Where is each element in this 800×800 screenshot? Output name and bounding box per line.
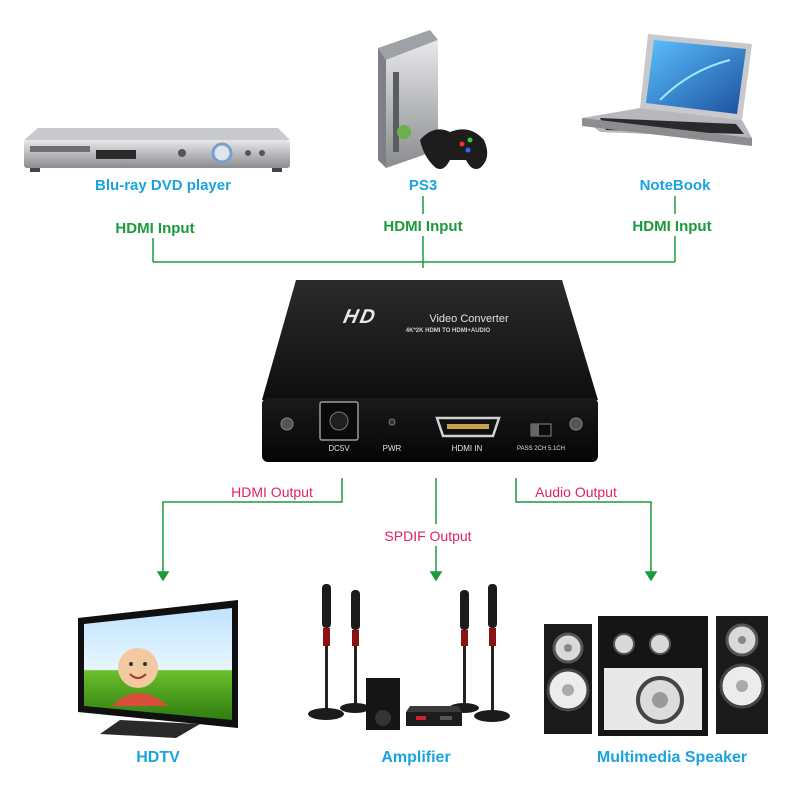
source-name-ps3: PS3 — [408, 177, 438, 194]
input-label-ps3: HDMI Input — [383, 218, 463, 235]
device-brand-mark: HD — [341, 306, 379, 328]
output-link-label-hdmi: HDMI Output — [231, 484, 313, 500]
tower-speaker-right-2 — [474, 584, 510, 722]
output-connector-lines — [156, 478, 658, 582]
device-subtitle: 4K*2K HDMI TO HDMI+AUDIO — [405, 328, 491, 334]
port-label-dc: DC5V — [328, 444, 350, 453]
tower-speaker-right-1 — [449, 590, 479, 713]
hdtv-image — [78, 600, 238, 738]
output-name-hdtv: HDTV — [136, 749, 180, 766]
input-connector-lines — [152, 196, 676, 268]
port-label-switch: PASS 2CH 5.1CH — [517, 446, 565, 452]
receiver — [406, 706, 462, 726]
source-name-bluray: Blu-ray DVD player — [95, 177, 231, 194]
input-label-bluray: HDMI Input — [115, 220, 195, 237]
amp-arrow — [429, 571, 443, 582]
tower-speaker-left-2 — [340, 590, 370, 713]
multimedia-speaker-image — [544, 616, 768, 736]
speaker-arrow — [644, 571, 658, 582]
output-link-label-spdif: SPDIF Output — [384, 528, 472, 544]
port-label-pwr: PWR — [382, 444, 402, 453]
source-name-notebook: NoteBook — [639, 177, 711, 194]
input-label-notebook: HDMI Input — [632, 218, 712, 235]
subwoofer — [366, 678, 400, 730]
converter-device — [262, 280, 598, 462]
speaker-subwoofer — [598, 616, 708, 736]
output-name-amplifier: Amplifier — [381, 749, 451, 766]
ps3-console-image — [378, 30, 488, 169]
speaker-left — [544, 624, 592, 734]
speaker-right — [716, 616, 768, 734]
speaker-output-line — [515, 478, 652, 572]
output-name-speaker: Multimedia Speaker — [596, 749, 748, 766]
notebook-image — [582, 34, 752, 146]
output-link-label-audio: Audio Output — [535, 484, 617, 500]
port-label-hdmi-in: HDMI IN — [451, 444, 483, 453]
tower-speaker-left-1 — [308, 584, 344, 720]
hdtv-output-line — [162, 478, 343, 572]
device-title: Video Converter — [429, 313, 509, 325]
bluray-player-image — [24, 128, 290, 172]
amplifier-image — [308, 584, 510, 730]
hdtv-arrow — [156, 571, 170, 582]
